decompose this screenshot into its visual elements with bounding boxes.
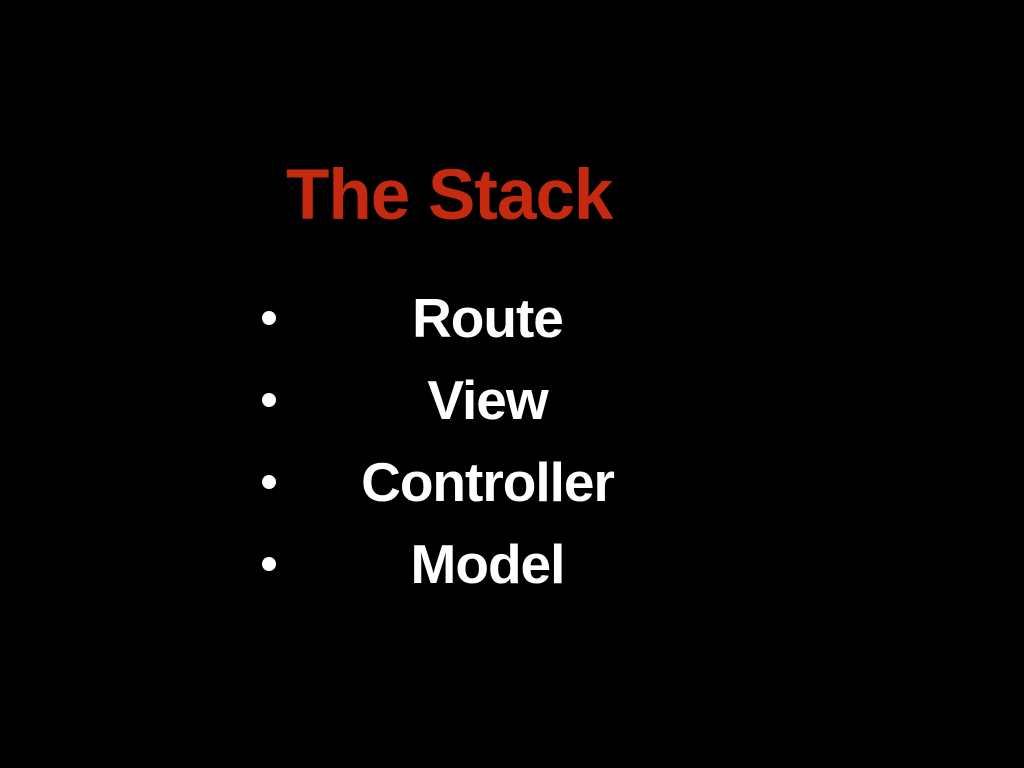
slide-title: The Stack xyxy=(286,156,613,235)
bullet-item: View xyxy=(250,359,725,441)
bullet-list: Route View Controller Model xyxy=(250,277,725,605)
bullet-dot-icon xyxy=(262,557,276,571)
bullet-item: Model xyxy=(250,523,725,605)
bullet-item-label: Route xyxy=(412,286,564,349)
bullet-item: Route xyxy=(250,277,725,359)
bullet-item-label: Controller xyxy=(361,450,615,513)
bullet-dot-icon xyxy=(262,311,276,325)
bullet-dot-icon xyxy=(262,393,276,407)
bullet-item-label: Model xyxy=(410,532,566,595)
bullet-item: Controller xyxy=(250,441,725,523)
bullet-dot-icon xyxy=(262,475,276,489)
bullet-item-label: View xyxy=(427,368,548,431)
